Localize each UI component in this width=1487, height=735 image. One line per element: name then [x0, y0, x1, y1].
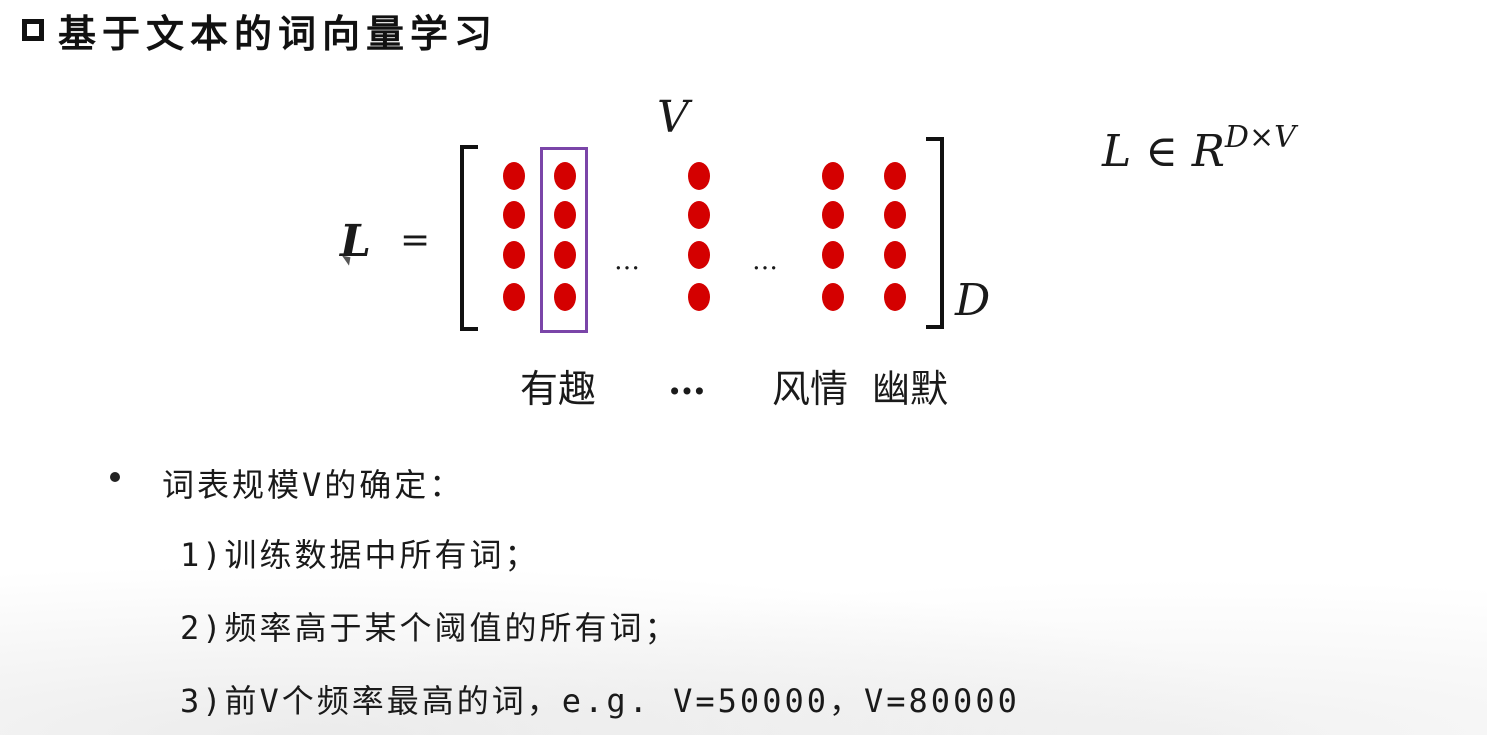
word-label-youmo: 幽默 — [872, 367, 949, 411]
matrix-dot — [822, 241, 844, 269]
matrix-left-bracket — [460, 145, 478, 331]
matrix-ellipsis-1: … — [614, 246, 642, 276]
matrix-dot — [822, 201, 844, 229]
matrix-dot — [503, 241, 525, 269]
matrix-dot — [822, 162, 844, 190]
word-label-fengqing: 风情 — [772, 367, 849, 411]
matrix-row-label: D — [955, 275, 991, 326]
matrix-dot — [688, 201, 710, 229]
formula-base: L ∈ R — [1102, 126, 1225, 177]
slide-title: 基于文本的词向量学习 — [58, 10, 499, 56]
matrix-dot — [554, 162, 576, 190]
highlighted-column-box — [540, 147, 588, 333]
word-label-youqu: 有趣 — [520, 367, 597, 411]
formula-superscript: D×V — [1224, 120, 1296, 155]
matrix-ellipsis-2: … — [752, 246, 780, 276]
matrix-column-label: V — [657, 92, 689, 143]
bullet-item-3: 3)前V个频率最高的词，e.g. V=50000，V=80000 — [180, 682, 1020, 720]
bullet-item-1: 1)训练数据中所有词； — [180, 536, 540, 574]
matrix-dot — [554, 283, 576, 311]
matrix-dot — [503, 201, 525, 229]
matrix-dot — [688, 162, 710, 190]
matrix-dot — [503, 283, 525, 311]
square-outline-icon — [22, 19, 44, 41]
matrix-dot — [554, 201, 576, 229]
matrix-dot — [884, 162, 906, 190]
equals-sign: = — [400, 220, 431, 261]
dimension-formula: L ∈ RD×V — [1102, 120, 1296, 177]
matrix-dot — [688, 241, 710, 269]
bullet-heading: 词表规模V的确定： — [162, 466, 465, 504]
bullet-icon — [110, 472, 120, 482]
matrix-dot — [822, 283, 844, 311]
matrix-dot — [884, 283, 906, 311]
matrix-dot — [884, 201, 906, 229]
background-wash — [0, 535, 1487, 735]
matrix-dot — [884, 241, 906, 269]
matrix-lhs-label: L — [340, 216, 371, 267]
slide-title-row: 基于文本的词向量学习 — [22, 6, 498, 56]
matrix-dot — [554, 241, 576, 269]
matrix-dot — [503, 162, 525, 190]
matrix-right-bracket — [926, 137, 944, 329]
bullet-item-2: 2)频率高于某个阈值的所有词； — [180, 609, 680, 647]
matrix-dot — [688, 283, 710, 311]
word-label-ellipsis: … — [668, 358, 706, 403]
